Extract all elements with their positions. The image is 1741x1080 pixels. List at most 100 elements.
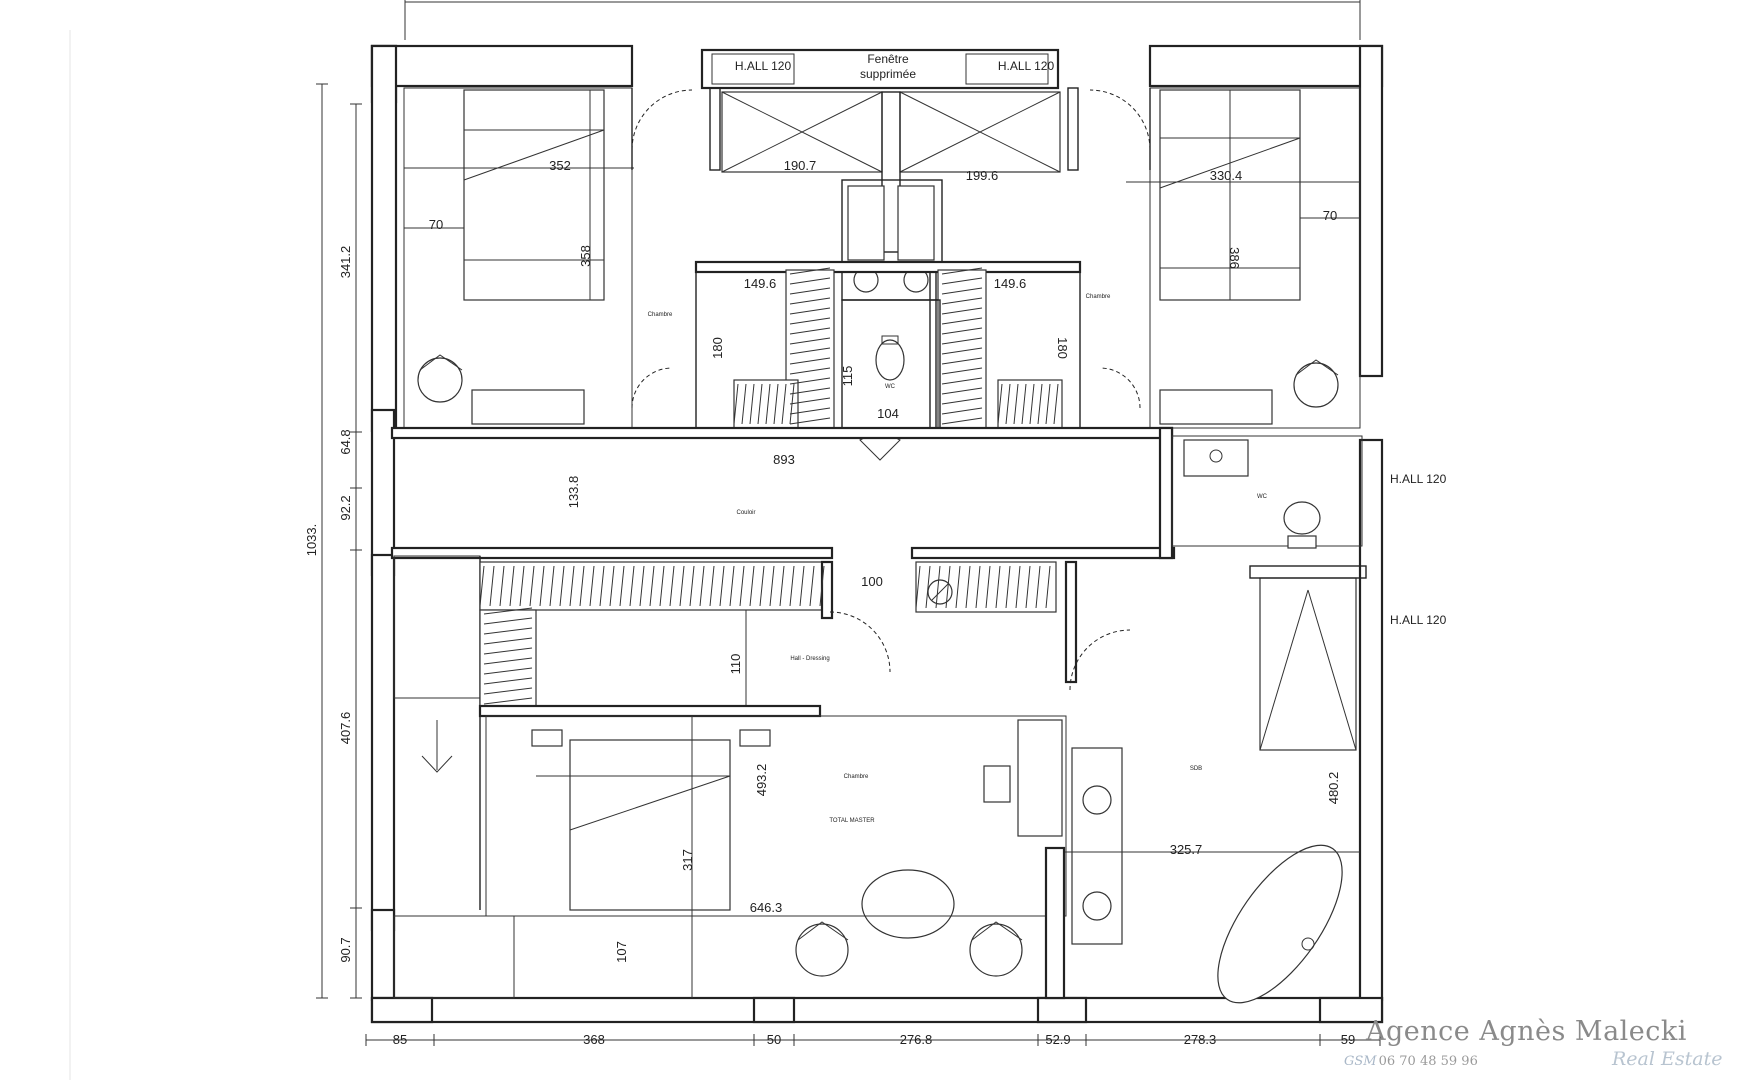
hanger-line: [589, 565, 595, 607]
dim-bottom-59: 59: [1341, 1032, 1355, 1047]
hanger-line: [965, 565, 971, 609]
hanger-line: [483, 627, 533, 635]
dim-top-right-height: 386: [1227, 247, 1242, 269]
hanger-line: [819, 565, 825, 607]
hanger-line: [1013, 383, 1019, 425]
hanger-line: [519, 565, 525, 607]
hanger-line: [941, 377, 983, 385]
dim-top-right-70: 70: [1323, 208, 1337, 223]
hanger-line: [941, 297, 983, 305]
room-label-master: Chambre: [844, 774, 869, 780]
hanger-line: [483, 687, 533, 695]
door-arc-bedroom-left: [631, 367, 673, 409]
hanger-line: [941, 277, 983, 285]
hanger-line: [699, 565, 705, 607]
hanger-line: [509, 565, 515, 607]
hanger-line: [935, 565, 941, 609]
hanger-line: [1035, 565, 1041, 609]
top-window-block: [700, 48, 1079, 171]
hanger-line: [529, 565, 535, 607]
hanger-line: [765, 383, 771, 425]
hanger-line: [941, 407, 983, 415]
hanger-line: [789, 357, 831, 365]
outer-walls: [370, 44, 1384, 1024]
bottom-dimension-chain: [365, 1034, 1381, 1046]
agency-name: Agence Agnès Malecki: [1366, 1016, 1687, 1047]
dim-wc-height: 115: [840, 366, 855, 387]
hanger-line: [769, 565, 775, 607]
dim-closet-left-w: 149.6: [744, 276, 777, 291]
hanger-line: [499, 565, 505, 607]
hanger-line: [639, 565, 645, 607]
hanger-line: [945, 565, 951, 609]
hall-dressing: [478, 560, 1078, 718]
hanger-line: [941, 317, 983, 325]
door-arc-bedroom-right: [1099, 367, 1141, 409]
hanger-line: [483, 607, 533, 615]
hanger-line: [619, 565, 625, 607]
agency-tagline: Real Estate: [1612, 1048, 1723, 1070]
door-arc-top-left: [631, 89, 693, 151]
hanger-line: [915, 565, 921, 609]
hanger-line: [569, 565, 575, 607]
hanger-line: [749, 383, 755, 425]
dim-top-left-width: 352: [549, 158, 571, 173]
hanger-line: [941, 267, 983, 275]
hanger-line: [789, 287, 831, 295]
hanger-line: [483, 657, 533, 665]
dim-bottom-50: 50: [767, 1032, 781, 1047]
room-label-bedroom-right: Chambre: [1086, 294, 1111, 300]
showers-top: [721, 91, 1061, 253]
dim-left-64: 64.8: [338, 429, 353, 454]
hanger-line: [1037, 383, 1043, 425]
dim-bottom-wide: 646.3: [750, 900, 783, 915]
window-removed-label-2: supprimée: [860, 67, 916, 81]
hanger-line: [789, 337, 831, 345]
hanger-line: [1025, 565, 1031, 609]
hanger-line: [789, 277, 831, 285]
hanger-line: [483, 617, 533, 625]
hanger-line: [789, 267, 831, 275]
room-label-bedroom-left: Chambre: [648, 312, 673, 318]
hall-label-top-right: H.ALL 120: [998, 59, 1055, 73]
bathroom: [1017, 565, 1367, 1004]
hanger-line: [789, 377, 831, 385]
dim-bottom-85: 85: [393, 1032, 407, 1047]
hanger-line: [1045, 565, 1051, 609]
hanger-line: [741, 383, 747, 425]
dim-left-407: 407.6: [338, 712, 353, 745]
door-arc-bath: [1069, 629, 1131, 691]
dim-left-92: 92.2: [338, 495, 353, 520]
dim-bottom-276: 276.8: [900, 1032, 933, 1047]
dim-left-341: 341.2: [338, 246, 353, 279]
hanger-line: [483, 647, 533, 655]
dim-bottom-107: 107: [614, 941, 629, 963]
dim-corridor-height: 133.8: [566, 476, 581, 509]
room-label-dressing: Hall - Dressing: [790, 656, 829, 662]
hanger-line: [719, 565, 725, 607]
dim-closet-left-h: 180: [710, 337, 725, 359]
hall-label-right-2: H.ALL 120: [1390, 613, 1447, 627]
door-arc-dressing: [829, 611, 891, 673]
room-label-wc-small: WC: [885, 384, 896, 390]
hanger-line: [1015, 565, 1021, 609]
hanger-line: [579, 565, 585, 607]
hanger-line: [483, 667, 533, 675]
dim-bottom-278: 278.3: [1184, 1032, 1217, 1047]
dim-closet-right-h: 180: [1055, 337, 1070, 359]
hanger-line: [789, 407, 831, 415]
dim-left-90: 90.7: [338, 937, 353, 962]
hanger-line: [975, 565, 981, 609]
dim-top-center-left: 190.7: [784, 158, 817, 173]
hanger-line: [679, 565, 685, 607]
hall-label-top-left: H.ALL 120: [735, 59, 792, 73]
hanger-line: [941, 387, 983, 395]
hanger-line: [773, 383, 779, 425]
hanger-line: [789, 417, 831, 425]
dim-left-1033: 1033.: [304, 524, 319, 557]
hanger-line: [659, 565, 665, 607]
hanger-line: [479, 565, 485, 607]
staircase: [393, 555, 481, 910]
room-label-wc-right: WC: [1257, 494, 1268, 500]
phone-number: 06 70 48 59 96: [1378, 1054, 1478, 1069]
